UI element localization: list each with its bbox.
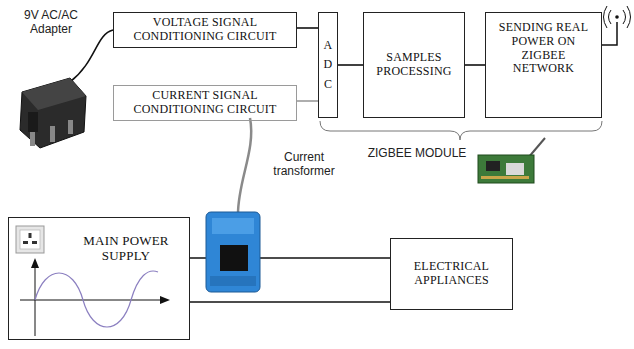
adc-box: ADC (318, 12, 338, 118)
connector-line (190, 301, 390, 303)
process-box: ELECTRICAL APPLIANCES (390, 238, 513, 310)
node-label: MAIN POWER SUPPLY (71, 234, 181, 264)
node-label: SAMPLES PROCESSING (368, 51, 460, 79)
callout-label: ZIGBEE MODULE (362, 146, 472, 160)
node-label: CURRENT SIGNAL CONDITIONING CIRCUIT (118, 89, 292, 117)
node-label: SENDING REAL POWER ON ZIGBEE NETWORK (490, 21, 597, 76)
socket-icon (16, 226, 44, 253)
process-box: CURRENT SIGNAL CONDITIONING CIRCUIT (113, 85, 297, 121)
power-supply-box: MAIN POWER SUPPLY (8, 217, 190, 340)
adapter-illustration (20, 30, 113, 148)
current-transformer (206, 118, 260, 292)
connector-line (297, 27, 318, 29)
connector-line (338, 64, 363, 66)
sine-wave-graph (20, 258, 170, 336)
callout-label: 9V AC/AC Adapter (14, 8, 88, 37)
node-label: ELECTRICAL APPLIANCES (395, 260, 508, 288)
process-box: SENDING REAL POWER ON ZIGBEE NETWORK (485, 12, 602, 118)
antenna-symbol (602, 6, 631, 45)
callout-label: Current transformer (268, 150, 340, 179)
node-label: VOLTAGE SIGNAL CONDITIONING CIRCUIT (118, 16, 292, 44)
zigbee-module-photo (478, 138, 545, 183)
process-box: SAMPLES PROCESSING (363, 12, 465, 118)
process-box: VOLTAGE SIGNAL CONDITIONING CIRCUIT (113, 12, 297, 48)
adc-label: ADC (323, 36, 333, 94)
module-bracket (320, 121, 602, 140)
connector-line (297, 100, 318, 102)
connector-line (465, 64, 485, 66)
